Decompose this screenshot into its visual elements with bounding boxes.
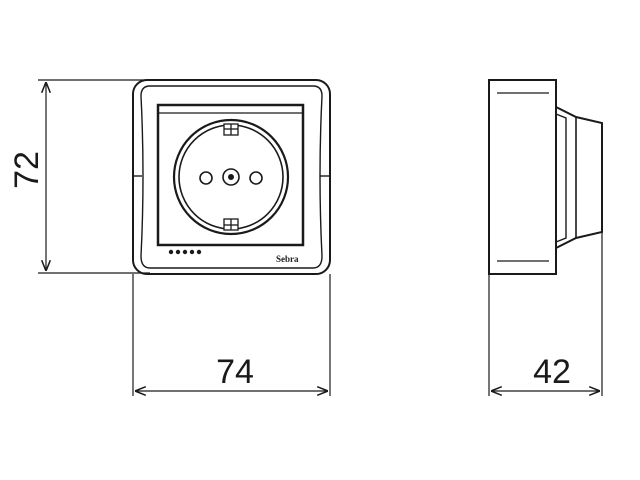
mounting-base-inner: [555, 113, 567, 243]
front-view: [132, 79, 331, 275]
width-label: 74: [216, 353, 254, 391]
face-plate: [156, 103, 305, 247]
center-screw-dot: [228, 174, 234, 180]
socket-outer-ring: [172, 118, 290, 236]
height-label: 72: [8, 151, 46, 189]
depth-label: 42: [533, 353, 571, 391]
width-dimension: [132, 274, 331, 396]
mounting-base-outer: [555, 106, 603, 249]
outer-frame: [132, 79, 331, 275]
pin-hole-left: [199, 171, 213, 185]
side-view: [488, 79, 603, 275]
indicator-dots: [168, 249, 202, 255]
inner-frame: [140, 85, 323, 269]
depth-dimension: [488, 232, 603, 396]
pin-hole-right: [249, 171, 263, 185]
center-screw: [222, 168, 240, 186]
side-body: [488, 79, 557, 275]
earth-clip-top: [223, 123, 239, 136]
height-dimension: [38, 79, 150, 274]
brand-logo: Sebra: [276, 254, 299, 264]
earth-clip-bottom: [223, 218, 239, 231]
